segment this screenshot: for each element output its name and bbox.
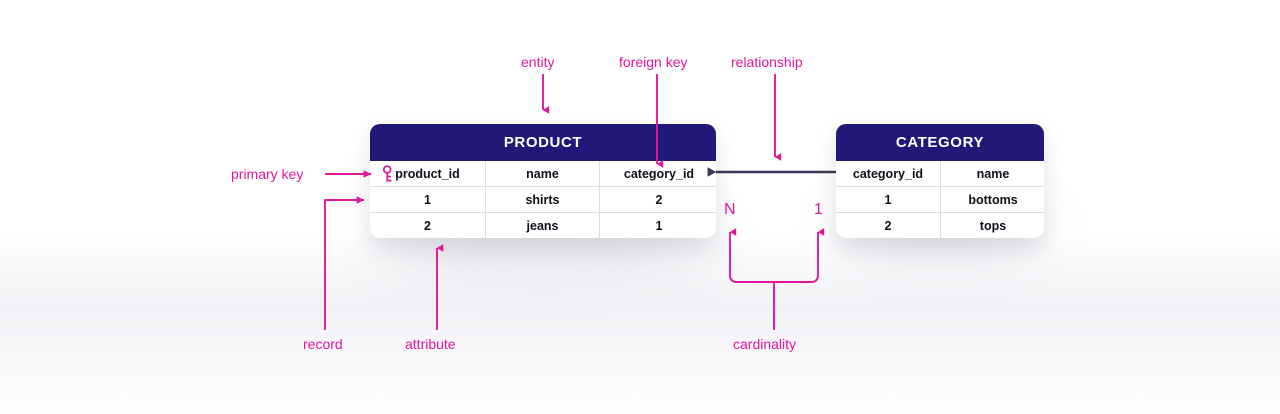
entity-product-table: product_id name category_id 1 shirts 2 2…: [370, 161, 716, 238]
cell-category-id: 1: [655, 218, 663, 233]
annotation-label-entity: entity: [521, 54, 555, 70]
table-header-row: product_id name category_id: [370, 161, 716, 187]
arrow-cardinality-fork-right: [774, 228, 825, 283]
column-header-name: name: [485, 161, 600, 187]
entity-product-title: PRODUCT: [370, 124, 716, 161]
cell-product-id: 1: [370, 186, 486, 213]
entity-category[interactable]: CATEGORY category_id name 1 bottoms 2 to…: [836, 124, 1044, 238]
entity-product[interactable]: PRODUCT product_id name category_id 1 sh: [370, 124, 716, 238]
cell-name: shirts: [485, 186, 600, 213]
column-header-category-id: category_id: [599, 161, 716, 187]
column-header-category-id: category_id: [836, 161, 941, 187]
cardinality-label-many: N: [724, 201, 736, 218]
entity-category-table: category_id name 1 bottoms 2 tops: [836, 161, 1044, 238]
cell-name: bottoms: [940, 186, 1044, 213]
table-row[interactable]: 2 jeans 1: [370, 212, 716, 238]
key-icon: [382, 165, 392, 182]
column-header-product-id-label: product_id: [395, 166, 460, 181]
annotation-label-attribute: attribute: [405, 336, 456, 352]
annotation-label-primary-key: primary key: [231, 166, 304, 182]
cell-name: tops: [979, 218, 1007, 233]
table-row[interactable]: 1 shirts 2: [370, 186, 716, 213]
cell-product-id: 2: [370, 212, 486, 238]
column-header-product-id: product_id: [370, 161, 486, 187]
cell-category-id: 2: [599, 186, 716, 213]
table-header-row: category_id name: [836, 161, 1044, 187]
annotation-label-record: record: [303, 336, 343, 352]
annotation-label-foreign-key: foreign key: [619, 54, 688, 70]
annotation-label-cardinality: cardinality: [733, 336, 797, 352]
cardinality-label-one: 1: [814, 201, 823, 218]
annotation-label-relationship: relationship: [731, 54, 803, 70]
arrow-record: [324, 196, 365, 330]
arrow-cardinality-fork-left: [729, 228, 774, 283]
cell-category-id: 1: [836, 186, 941, 213]
cell-name: jeans: [485, 212, 600, 238]
table-row[interactable]: 1 bottoms: [836, 186, 1044, 213]
table-row[interactable]: 2 tops: [836, 212, 1044, 238]
cell-category-id: 2: [836, 212, 941, 238]
entity-category-title: CATEGORY: [836, 124, 1044, 161]
column-header-name: name: [940, 161, 1044, 187]
